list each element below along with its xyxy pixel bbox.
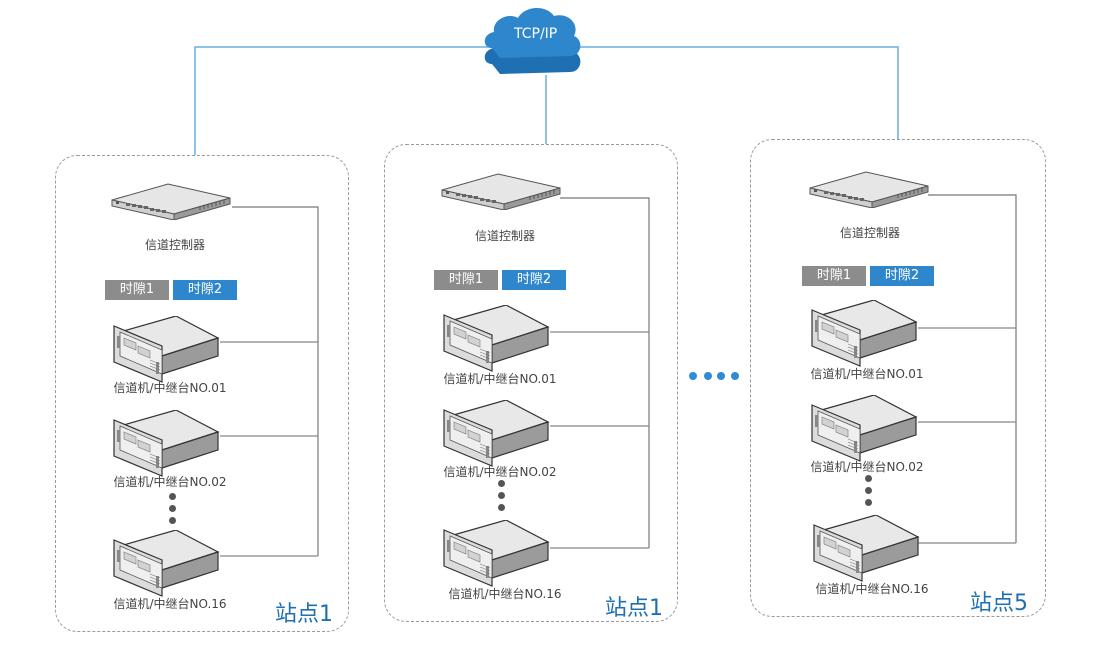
site-name: 站点1 [275,602,333,627]
site-name: 站点5 [970,591,1028,616]
controller-label: 信道控制器 [144,238,206,252]
site-2-bus [560,197,650,548]
vertical-ellipsis-dot [498,504,505,511]
ellipsis-dot [717,372,725,380]
vertical-ellipsis-dot [865,487,872,494]
rack-server-icon [442,304,552,377]
timeslot-1-badge: 时隙1 [434,270,498,290]
site-3-bus [928,194,1017,543]
repeater-label: 信道机/中继台NO.02 [810,460,924,474]
wan-link-site-1 [194,46,500,155]
rack-server-icon [812,514,922,587]
vertical-ellipsis-dot [169,505,176,512]
network-label: TCP/IP [514,26,558,42]
vertical-ellipsis-dot [498,480,505,487]
timeslot-1-badge: 时隙1 [105,280,169,300]
cloud-icon [484,7,581,74]
site-name: 站点1 [605,596,663,621]
vertical-ellipsis-dot [169,493,176,500]
repeater-label: 信道机/中继台NO.01 [810,367,924,381]
rack-server-icon [810,299,920,372]
rack-server-icon [442,519,552,592]
repeater-label: 信道机/中继台NO.01 [113,381,227,395]
controller-label: 信道控制器 [839,226,901,240]
timeslot-2-badge: 时隙2 [870,266,934,286]
network-cloud: TCP/IP [478,4,588,84]
timeslot-2-badge: 时隙2 [502,270,566,290]
vertical-ellipsis-dot [498,492,505,499]
ellipsis-dot [704,372,712,380]
repeater-label: 信道机/中继台NO.16 [113,597,227,611]
timeslot-1-badge: 时隙1 [802,266,866,286]
ellipsis-dot [689,372,697,380]
site-1-bus [232,206,319,556]
rack-server-icon [112,529,222,602]
vertical-ellipsis-dot [169,517,176,524]
controller-label: 信道控制器 [474,229,536,243]
ellipsis-dot [731,372,739,380]
rack-server-icon [112,315,222,388]
repeater-label: 信道机/中继台NO.02 [443,465,557,479]
vertical-ellipsis-dot [865,499,872,506]
vertical-ellipsis-dot [865,475,872,482]
repeater-label: 信道机/中继台NO.16 [815,582,929,596]
site-boundary [384,144,678,622]
switch-icon [808,170,930,212]
repeater-label: 信道机/中继台NO.02 [113,475,227,489]
repeater-label: 信道机/中继台NO.16 [448,587,562,601]
repeater-label: 信道机/中继台NO.01 [443,372,557,386]
rack-server-icon [810,394,920,467]
rack-server-icon [112,409,222,482]
timeslot-2-badge: 时隙2 [173,280,237,300]
switch-icon [440,172,562,214]
rack-server-icon [442,399,552,472]
wan-link-site-3 [580,46,899,140]
site-boundary [55,155,349,632]
switch-icon [110,182,232,224]
site-boundary [750,139,1046,617]
